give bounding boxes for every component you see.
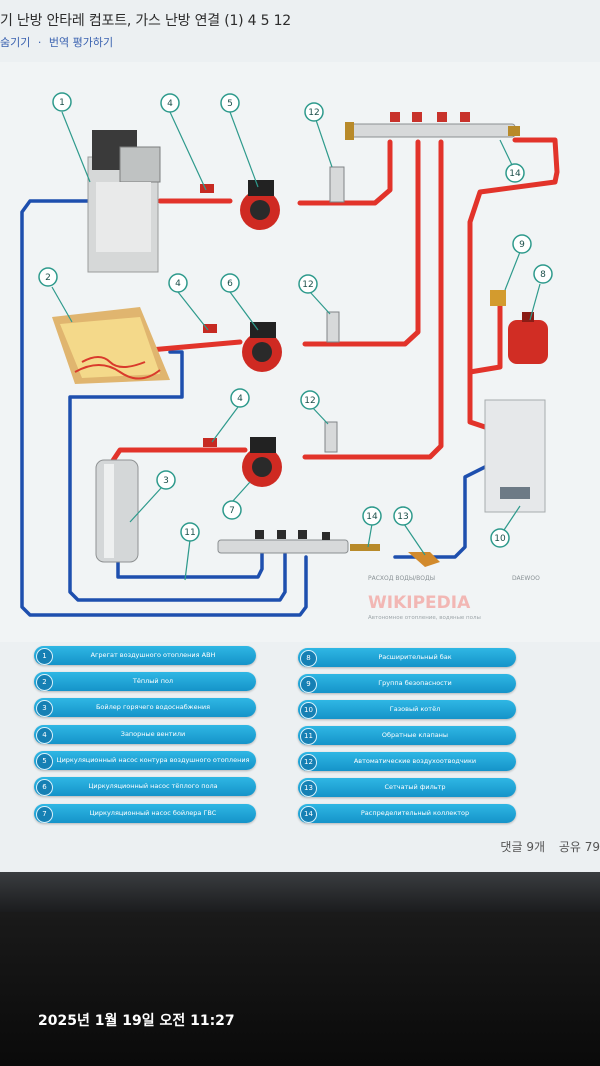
watermark-text-2: DAEWOO [512,575,540,582]
svg-text:7: 7 [229,506,235,516]
hot-water-tank [95,459,139,563]
svg-text:10: 10 [494,534,506,544]
hide-link[interactable]: 숨기기 [0,36,31,49]
svg-text:3: 3 [163,476,169,486]
callout-4a: 4 [160,93,207,191]
svg-text:1: 1 [59,98,65,108]
browser-screen: 기 난방 안타레 컴포트, 가스 난방 연결 (1) 4 5 12 숨기기 · … [0,0,600,872]
svg-text:8: 8 [540,270,546,280]
gas-boiler [484,399,546,513]
top-manifold [345,112,520,140]
callout-11: 11 [180,522,200,581]
callout-7: 7 [222,481,251,520]
svg-text:14: 14 [509,169,521,179]
svg-text:13: 13 [397,512,408,522]
svg-text:12: 12 [304,396,315,406]
shares-count[interactable]: 공유 79 [558,840,600,854]
svg-text:6: 6 [227,279,233,289]
rate-translation-link[interactable]: 번역 평가하기 [48,36,114,49]
watermark-text-3: WIKIPEDIA [368,593,471,613]
air-heating-unit [87,130,161,273]
heating-diagram: РАСХОД ВОДЫ/ВОДЫ DAEWOO WIKIPEDIA Автоно… [0,62,600,642]
callout-3: 3 [129,470,176,523]
callout-6: 6 [220,273,259,331]
svg-text:4: 4 [167,99,173,109]
post-stats: 댓글 9개 공유 79 [490,838,600,855]
comments-count[interactable]: 댓글 9개 [500,840,545,854]
watermark-text-1: РАСХОД ВОДЫ/ВОДЫ [368,575,435,582]
callout-4c: 4 [211,388,250,443]
svg-text:11: 11 [184,528,195,538]
watermark: РАСХОД ВОДЫ/ВОДЫ DAEWOO WIKIPEDIA Автоно… [368,575,540,621]
expansion-tank [490,290,548,364]
callout-4b: 4 [168,273,209,331]
link-separator: · [37,36,42,49]
watermark-text-4: Автономное отопление, водяные полы [368,615,481,621]
callout-8: 8 [529,264,553,321]
monitor-base [0,912,600,1066]
svg-text:4: 4 [175,279,181,289]
floor-heating-section [52,307,170,384]
svg-text:5: 5 [227,99,233,109]
bottom-manifold [217,530,440,567]
callout-10: 10 [490,505,521,548]
callout-12a: 12 [304,102,333,168]
svg-text:2: 2 [45,273,51,283]
svg-text:4: 4 [237,394,243,404]
svg-text:12: 12 [308,108,319,118]
svg-text:14: 14 [366,512,378,522]
header-links: 숨기기 · 번역 평가하기 [0,34,117,50]
callout-12c: 12 [300,390,329,425]
pump-6 [203,322,282,372]
callout-14b: 14 [362,506,382,548]
callout-1: 1 [52,92,91,183]
svg-text:12: 12 [302,280,313,290]
pump-5 [200,180,280,230]
callout-12b: 12 [298,274,331,315]
callout-13: 13 [393,506,426,556]
monitor-bezel [0,872,600,912]
svg-text:9: 9 [519,240,525,250]
callout-9: 9 [504,234,532,291]
callout-5: 5 [220,93,259,188]
pump-7 [203,437,282,487]
page-title: 기 난방 안타레 컴포트, 가스 난방 연결 (1) 4 5 12 [0,13,292,29]
callout-2: 2 [38,267,73,323]
photo-timestamp: 2025년 1월 19일 오전 11:27 [38,1013,235,1029]
callout-14a: 14 [499,139,525,183]
